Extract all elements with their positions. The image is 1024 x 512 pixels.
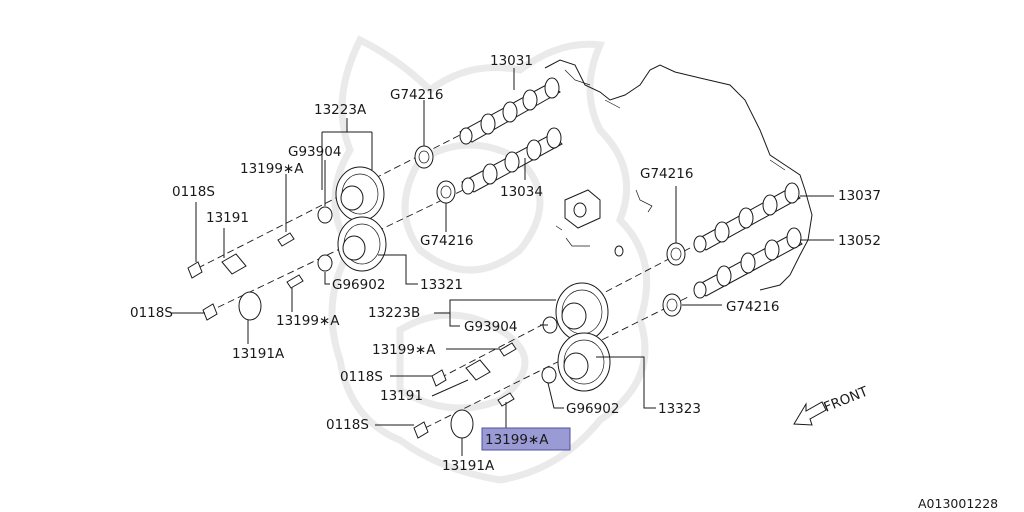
leader-lines bbox=[172, 68, 834, 456]
label-13321[interactable]: 13321 bbox=[420, 277, 463, 293]
diagram-id: A013001228 bbox=[918, 496, 998, 511]
label-13037[interactable]: 13037 bbox=[838, 188, 881, 204]
front-arrow-icon bbox=[793, 401, 827, 426]
o-rings bbox=[317, 206, 558, 384]
sprocket-13323 bbox=[557, 332, 611, 392]
label-13199a-1[interactable]: 13199∗A bbox=[240, 161, 304, 177]
label-g74216-right-bottom[interactable]: G74216 bbox=[726, 299, 779, 315]
label-13052[interactable]: 13052 bbox=[838, 233, 881, 249]
plates-13191a bbox=[238, 291, 474, 439]
label-13199a-2[interactable]: 13199∗A bbox=[276, 313, 340, 329]
label-13191a-1[interactable]: 13191A bbox=[232, 346, 285, 362]
small-components bbox=[555, 189, 653, 257]
label-13034[interactable]: 13034 bbox=[500, 184, 543, 200]
label-13191a-2[interactable]: 13191A bbox=[442, 458, 495, 474]
bolts-13199a bbox=[277, 232, 517, 407]
label-13223a[interactable]: 13223A bbox=[314, 102, 367, 118]
label-13223b[interactable]: 13223B bbox=[368, 305, 420, 321]
label-g96902-bottom[interactable]: G96902 bbox=[566, 401, 619, 417]
label-13199a-3[interactable]: 13199∗A bbox=[372, 342, 436, 358]
label-0118s-1[interactable]: 0118S bbox=[172, 184, 215, 200]
label-g74216-mid[interactable]: G74216 bbox=[420, 233, 473, 249]
plates-13191 bbox=[221, 253, 491, 381]
label-0118s-2[interactable]: 0118S bbox=[130, 305, 173, 321]
label-13191-1[interactable]: 13191 bbox=[206, 210, 249, 226]
label-13031[interactable]: 13031 bbox=[490, 53, 533, 69]
sprocket-13223a bbox=[335, 166, 385, 222]
label-g74216-top[interactable]: G74216 bbox=[390, 87, 443, 103]
camshaft-13037 bbox=[693, 182, 801, 253]
label-g96902-top[interactable]: G96902 bbox=[332, 277, 385, 293]
highlighted-part-box[interactable] bbox=[481, 427, 571, 451]
sprocket-13321 bbox=[337, 216, 387, 272]
bolts-0118s bbox=[187, 261, 447, 439]
camshaft-13034 bbox=[461, 127, 563, 195]
camshaft-13052 bbox=[693, 227, 803, 299]
label-front: FRONT bbox=[822, 383, 871, 415]
label-13199a-4-highlighted[interactable]: 13199∗A bbox=[485, 432, 549, 448]
label-0118s-3[interactable]: 0118S bbox=[340, 369, 383, 385]
sprocket-13223b bbox=[555, 282, 609, 342]
label-g93904-top[interactable]: G93904 bbox=[288, 144, 341, 160]
oil-seals-g74216 bbox=[414, 145, 686, 317]
camshaft-13031 bbox=[459, 77, 561, 145]
label-13191-2[interactable]: 13191 bbox=[380, 388, 423, 404]
label-g74216-right-top[interactable]: G74216 bbox=[640, 166, 693, 182]
label-g93904-bottom[interactable]: G93904 bbox=[464, 319, 517, 335]
label-13323[interactable]: 13323 bbox=[658, 401, 701, 417]
label-0118s-4[interactable]: 0118S bbox=[326, 417, 369, 433]
